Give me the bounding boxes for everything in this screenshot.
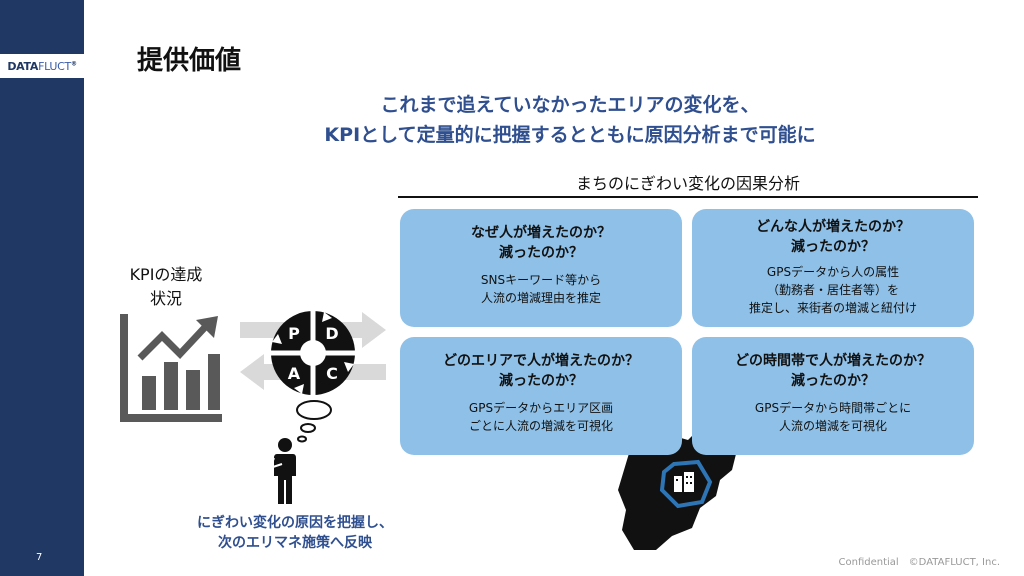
thinking-person-icon bbox=[268, 438, 296, 504]
pdca-c: C bbox=[326, 364, 338, 383]
footer-copyright: Confidential ©DATAFLUCT, Inc. bbox=[838, 557, 1001, 568]
logo-registered: ® bbox=[70, 59, 77, 67]
conclusion-line-1: にぎわい変化の原因を把握し、 bbox=[197, 515, 393, 531]
kpi-label: KPIの達成 状況 bbox=[110, 263, 222, 311]
headline-line-1: これまで追えていなかったエリアの変化を、 bbox=[380, 94, 760, 116]
card-who-desc-2: （勤務者・居住者等）を bbox=[766, 283, 899, 297]
logo-text-main: DATA bbox=[7, 59, 39, 73]
card-where-question-2: 減ったのか？ bbox=[499, 373, 583, 389]
growth-chart-icon bbox=[120, 314, 222, 422]
card-when-desc-1: GPSデータから時間帯ごとに bbox=[754, 401, 912, 415]
card-why-question-1: なぜ人が増えたのか？ bbox=[471, 225, 611, 241]
page-number: 7 bbox=[36, 552, 43, 563]
pdca-a: A bbox=[288, 364, 301, 383]
card-where-question-1: どのエリアで人が増えたのか？ bbox=[443, 353, 639, 369]
card-why-desc-1: SNSキーワード等から bbox=[480, 273, 602, 287]
card-where-desc-2: ごとに人流の増減を可視化 bbox=[468, 419, 613, 433]
headline: これまで追えていなかったエリアの変化を、 KPIとして定量的に把握するとともに原… bbox=[250, 90, 890, 150]
sidebar: DATAFLUCT® 7 bbox=[0, 0, 84, 576]
slide-title: 提供価値 bbox=[137, 46, 242, 76]
card-why-desc-2: 人流の増減理由を推定 bbox=[480, 291, 601, 305]
card-when-question-1: どの時間帯で人が増えたのか？ bbox=[735, 353, 931, 369]
card-who-question-2: 減ったのか？ bbox=[791, 239, 875, 255]
card-who: どんな人が増えたのか？ 減ったのか？ GPSデータから人の属性 （勤務者・居住者… bbox=[692, 209, 974, 327]
kpi-label-line-2: 状況 bbox=[149, 289, 182, 308]
card-who-question-1: どんな人が増えたのか？ bbox=[756, 219, 910, 235]
card-when-desc-2: 人流の増減を可視化 bbox=[778, 419, 887, 433]
pdca-p: P bbox=[288, 324, 300, 343]
card-why: なぜ人が増えたのか？ 減ったのか？ SNSキーワード等から 人流の増減理由を推定 bbox=[400, 209, 682, 327]
pdca-cycle-icon: P D A C bbox=[270, 310, 356, 396]
section-divider bbox=[398, 196, 978, 198]
thought-bubble-icon bbox=[296, 400, 332, 443]
conclusion-line-2: 次のエリマネ施策へ反映 bbox=[218, 535, 372, 551]
section-title: まちのにぎわい変化の因果分析 bbox=[575, 174, 800, 193]
card-who-desc-1: GPSデータから人の属性 bbox=[766, 265, 900, 279]
pdca-d: D bbox=[325, 324, 338, 343]
card-why-question-2: 減ったのか？ bbox=[499, 245, 583, 261]
logo-text-accent: FLUCT bbox=[38, 59, 71, 73]
buildings-icon bbox=[674, 472, 694, 492]
conclusion-text: にぎわい変化の原因を把握し、 次のエリマネ施策へ反映 bbox=[160, 513, 430, 553]
card-when-question-2: 減ったのか？ bbox=[791, 373, 875, 389]
dataflucht-logo: DATAFLUCT® bbox=[0, 54, 84, 78]
card-who-desc-3: 推定し、来街者の増減と紐付け bbox=[748, 301, 917, 315]
kpi-label-line-1: KPIの達成 bbox=[129, 265, 203, 284]
area-map-icon bbox=[618, 432, 736, 550]
headline-line-2: KPIとして定量的に把握するとともに原因分析まで可能に bbox=[324, 124, 816, 146]
card-where: どのエリアで人が増えたのか？ 減ったのか？ GPSデータからエリア区画 ごとに人… bbox=[400, 337, 682, 455]
card-where-desc-1: GPSデータからエリア区画 bbox=[468, 401, 614, 415]
card-when: どの時間帯で人が増えたのか？ 減ったのか？ GPSデータから時間帯ごとに 人流の… bbox=[692, 337, 974, 455]
